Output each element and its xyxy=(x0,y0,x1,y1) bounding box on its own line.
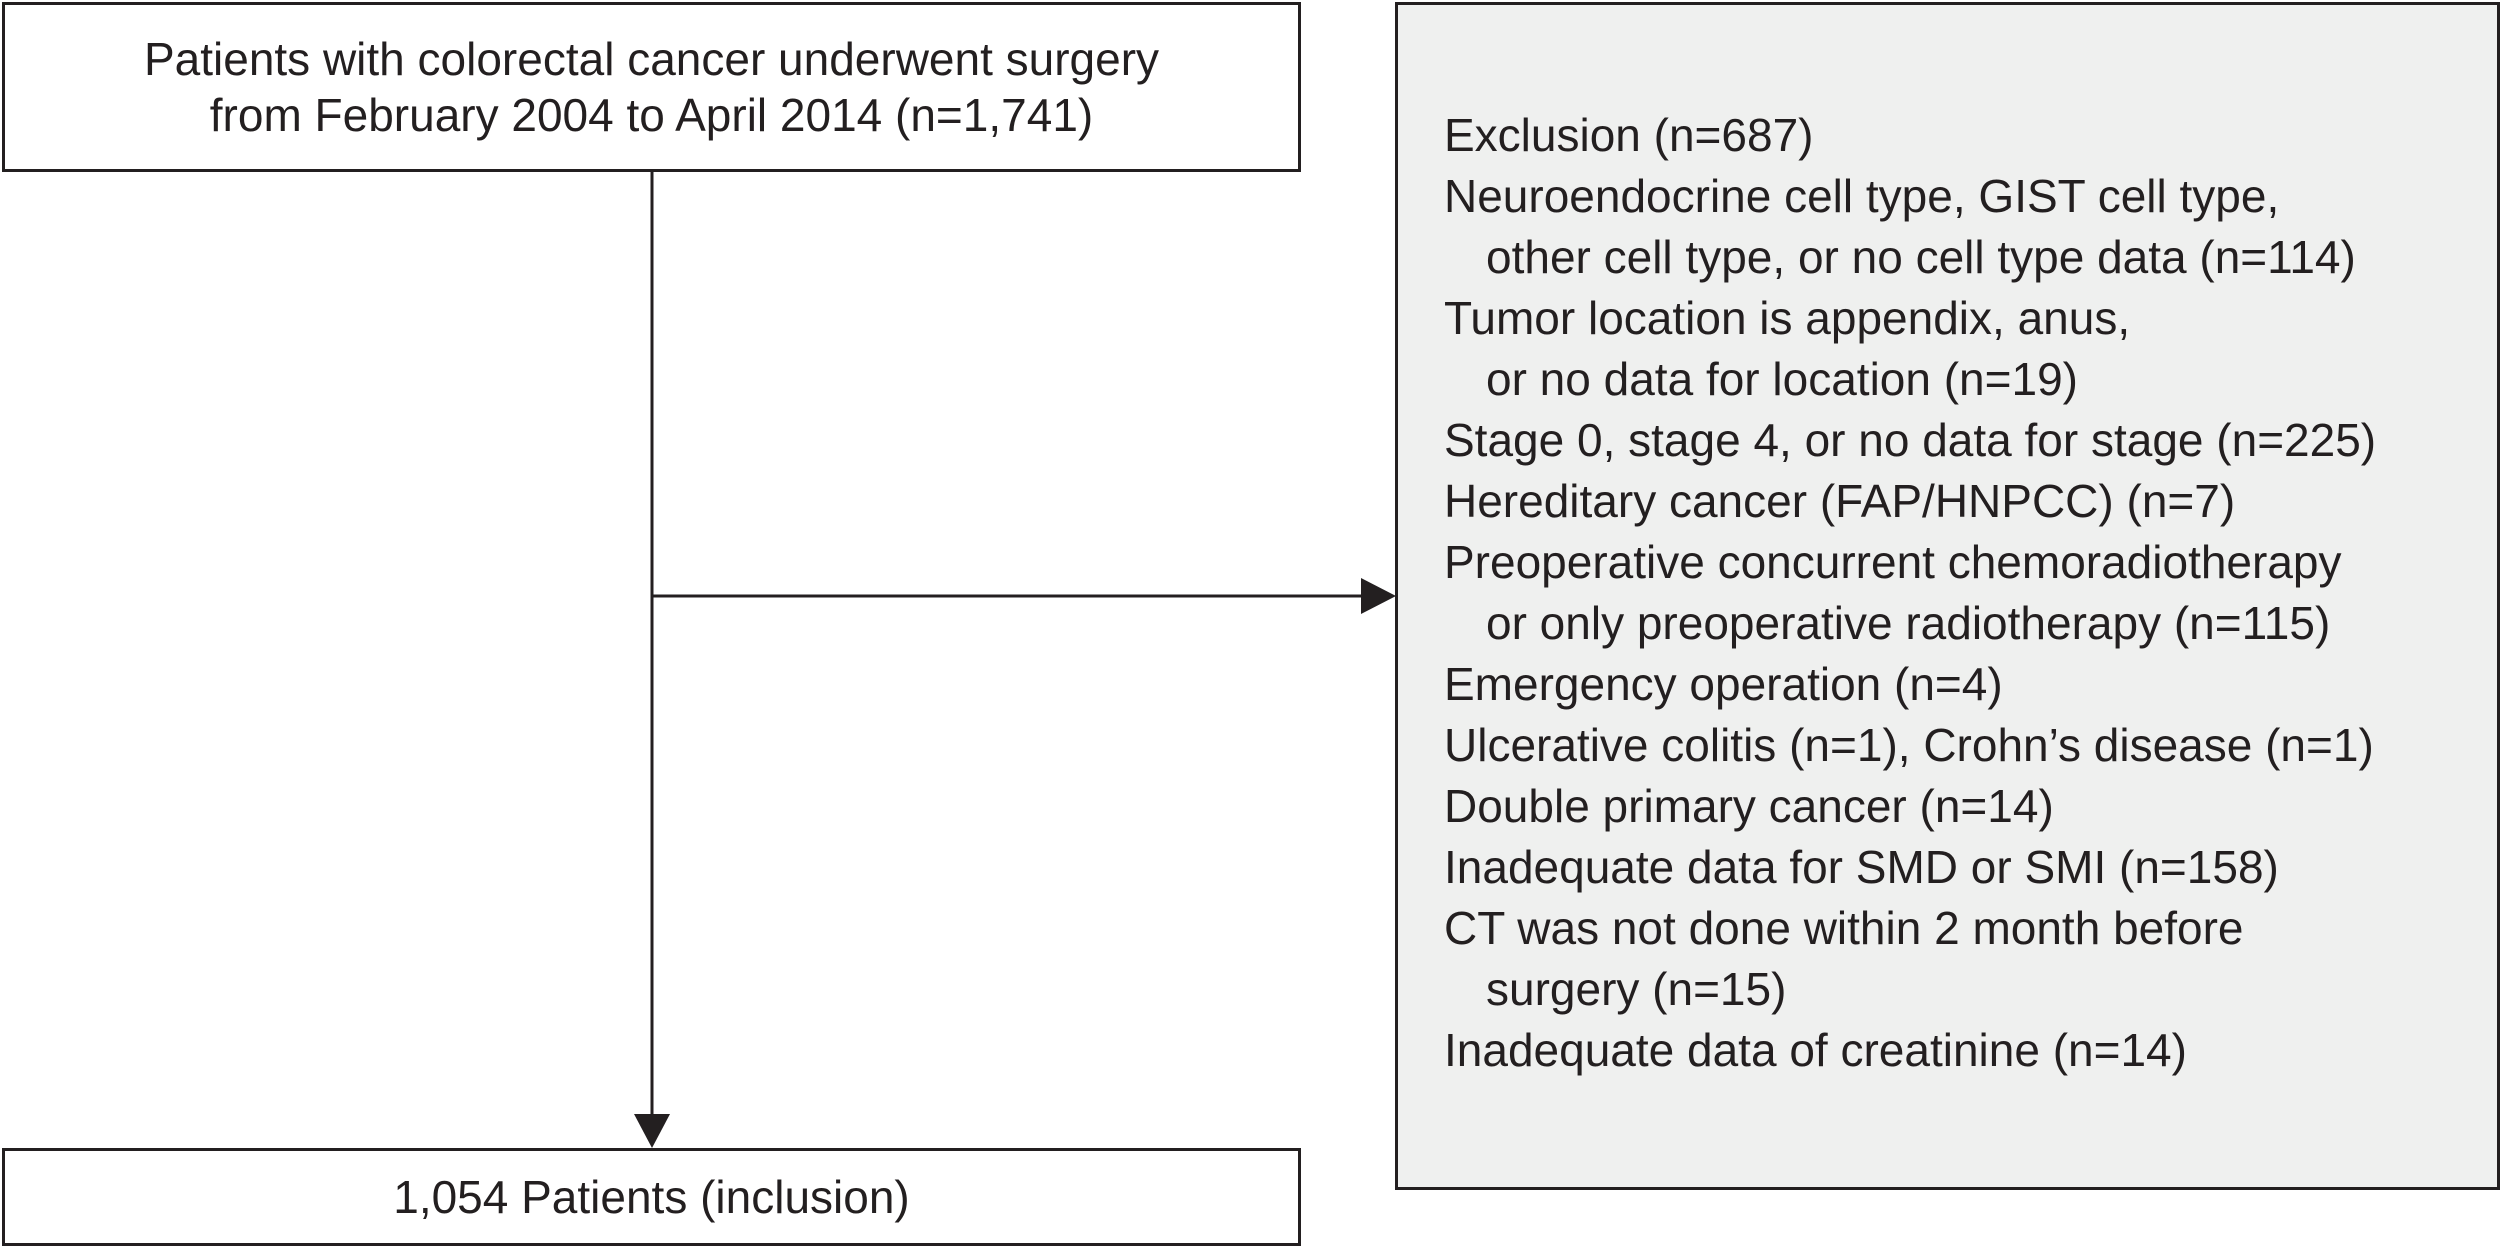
inclusion-box: 1,054 Patients (inclusion) xyxy=(2,1148,1301,1246)
exclusion-line: other cell type, or no cell type data (n… xyxy=(1486,231,2356,283)
down-arrowhead xyxy=(634,1114,670,1148)
exclusion-line: Inadequate data of creatinine (n=14) xyxy=(1444,1024,2187,1076)
exclusion-line: Double primary cancer (n=14) xyxy=(1444,780,2054,832)
exclusion-line: Ulcerative colitis (n=1), Crohn’s diseas… xyxy=(1444,719,2374,771)
exclusion-list: Exclusion (n=687) Neuroendocrine cell typ… xyxy=(1444,105,2497,1081)
exclusion-line: Tumor location is appendix, anus, xyxy=(1444,292,2131,344)
right-arrowhead xyxy=(1361,578,1396,614)
cohort-line-2: from February 2004 to April 2014 (n=1,74… xyxy=(209,89,1094,141)
exclusion-line: Stage 0, stage 4, or no data for stage (… xyxy=(1444,414,2377,466)
exclusion-line: Preoperative concurrent chemoradiotherap… xyxy=(1444,536,2342,588)
cohort-box: Patients with colorectal cancer underwen… xyxy=(2,2,1301,172)
exclusion-line: or no data for location (n=19) xyxy=(1486,353,2078,405)
exclusion-line: Emergency operation (n=4) xyxy=(1444,658,2003,710)
exclusion-line: surgery (n=15) xyxy=(1486,963,1787,1015)
inclusion-label: 1,054 Patients (inclusion) xyxy=(393,1171,910,1223)
exclusion-box: Exclusion (n=687) Neuroendocrine cell typ… xyxy=(1395,2,2500,1190)
cohort-line-1: Patients with colorectal cancer underwen… xyxy=(143,33,1160,85)
exclusion-line: Inadequate data for SMD or SMI (n=158) xyxy=(1444,841,2279,893)
exclusion-line: or only preoperative radiotherapy (n=115… xyxy=(1486,597,2331,649)
exclusion-line: Neuroendocrine cell type, GIST cell type… xyxy=(1444,170,2280,222)
exclusion-line: Hereditary cancer (FAP/HNPCC) (n=7) xyxy=(1444,475,2236,527)
exclusion-line: CT was not done within 2 month before xyxy=(1444,902,2244,954)
exclusion-line: Exclusion (n=687) xyxy=(1444,109,1814,161)
